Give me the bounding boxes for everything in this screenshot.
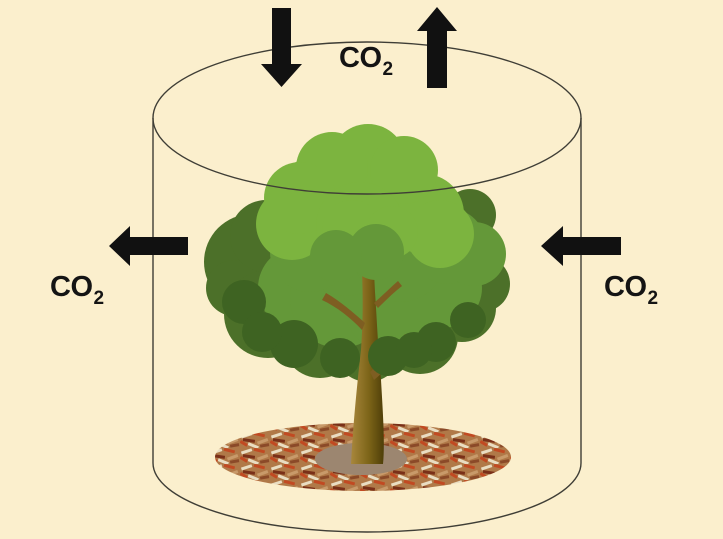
- arrow-left-icon: [541, 226, 621, 266]
- foliage-overlay: [310, 200, 418, 282]
- co2-label-right: CO2: [604, 271, 658, 309]
- co2-label-left: CO2: [50, 271, 104, 309]
- co2-subscript: 2: [93, 288, 105, 309]
- foliage-clump: [406, 200, 474, 268]
- arrow-up-icon: [417, 7, 457, 88]
- arrow-left-icon: [109, 226, 188, 266]
- foliage-layer-fringe: [222, 280, 486, 378]
- co2-label-text: CO: [50, 271, 93, 303]
- foliage-clump: [396, 332, 432, 368]
- foliage-clump: [222, 280, 266, 324]
- foliage-clump: [310, 230, 362, 282]
- cylinder-outline: [152, 41, 582, 533]
- foliage-clump: [370, 136, 438, 204]
- tree-branch: [322, 293, 365, 330]
- co2-subscript: 2: [382, 59, 394, 80]
- foliage-clump: [320, 338, 360, 378]
- foliage-clump: [348, 224, 404, 280]
- foliage-clump: [450, 302, 486, 338]
- co2-subscript: 2: [647, 288, 659, 309]
- co2-label-text: CO: [339, 42, 382, 74]
- tree-trunk: [351, 234, 384, 464]
- tree-branch: [374, 281, 402, 308]
- cylinder-bottom-arc: [152, 462, 582, 533]
- foliage-clump: [242, 312, 282, 352]
- co2-label-text: CO: [604, 271, 647, 303]
- arrow-down-icon: [261, 8, 302, 87]
- co2-flux-arrows: [109, 7, 621, 266]
- co2-label-top: CO2: [339, 42, 393, 80]
